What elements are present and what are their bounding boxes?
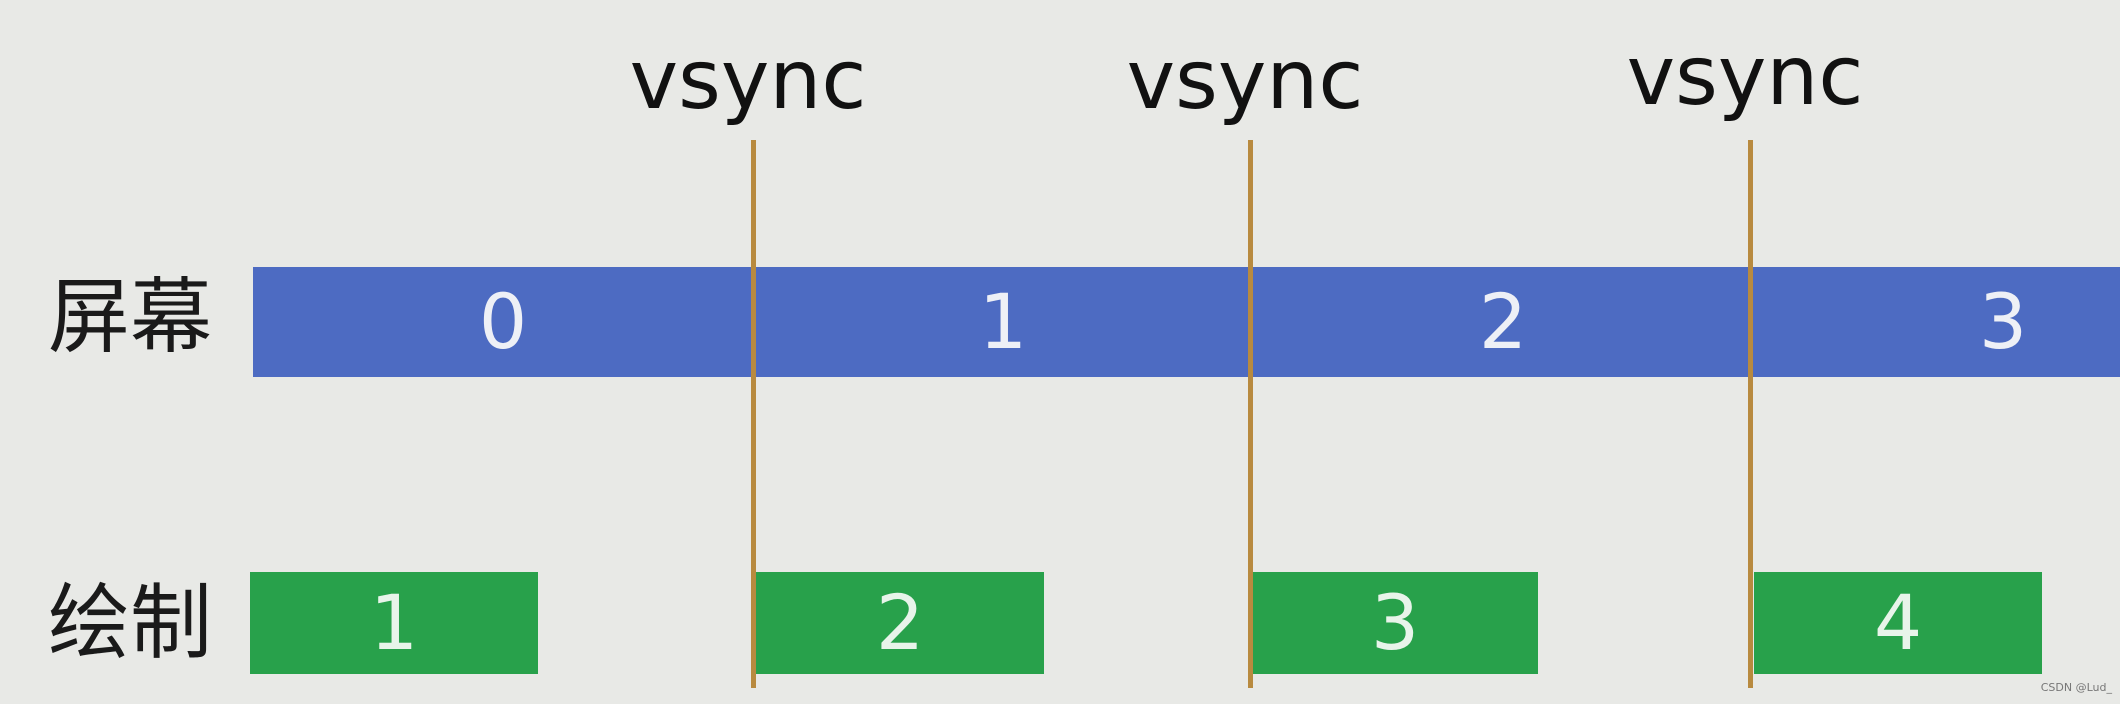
draw-frame-1: 1: [250, 572, 538, 674]
vsync-label-3: vsync: [1626, 29, 1864, 124]
draw-frame-3: 3: [1252, 572, 1538, 674]
watermark: CSDN @Lud_: [2040, 681, 2112, 694]
screen-row-label: 屏幕: [48, 270, 213, 365]
draw-frame-2: 2: [756, 572, 1044, 674]
vsync-line-3: [1748, 140, 1753, 688]
screen-frame-0: 0: [478, 277, 528, 366]
screen-timeline-bar: [253, 267, 2120, 377]
screen-frame-2: 2: [1478, 277, 1528, 366]
screen-frame-3: 3: [1978, 277, 2028, 366]
vsync-label-1: vsync: [629, 33, 867, 128]
vsync-label-2: vsync: [1126, 33, 1364, 128]
vsync-line-1: [751, 140, 756, 688]
draw-row-label: 绘制: [48, 576, 213, 671]
draw-frame-4: 4: [1754, 572, 2042, 674]
screen-frame-1: 1: [978, 277, 1028, 366]
vsync-line-2: [1248, 140, 1253, 688]
